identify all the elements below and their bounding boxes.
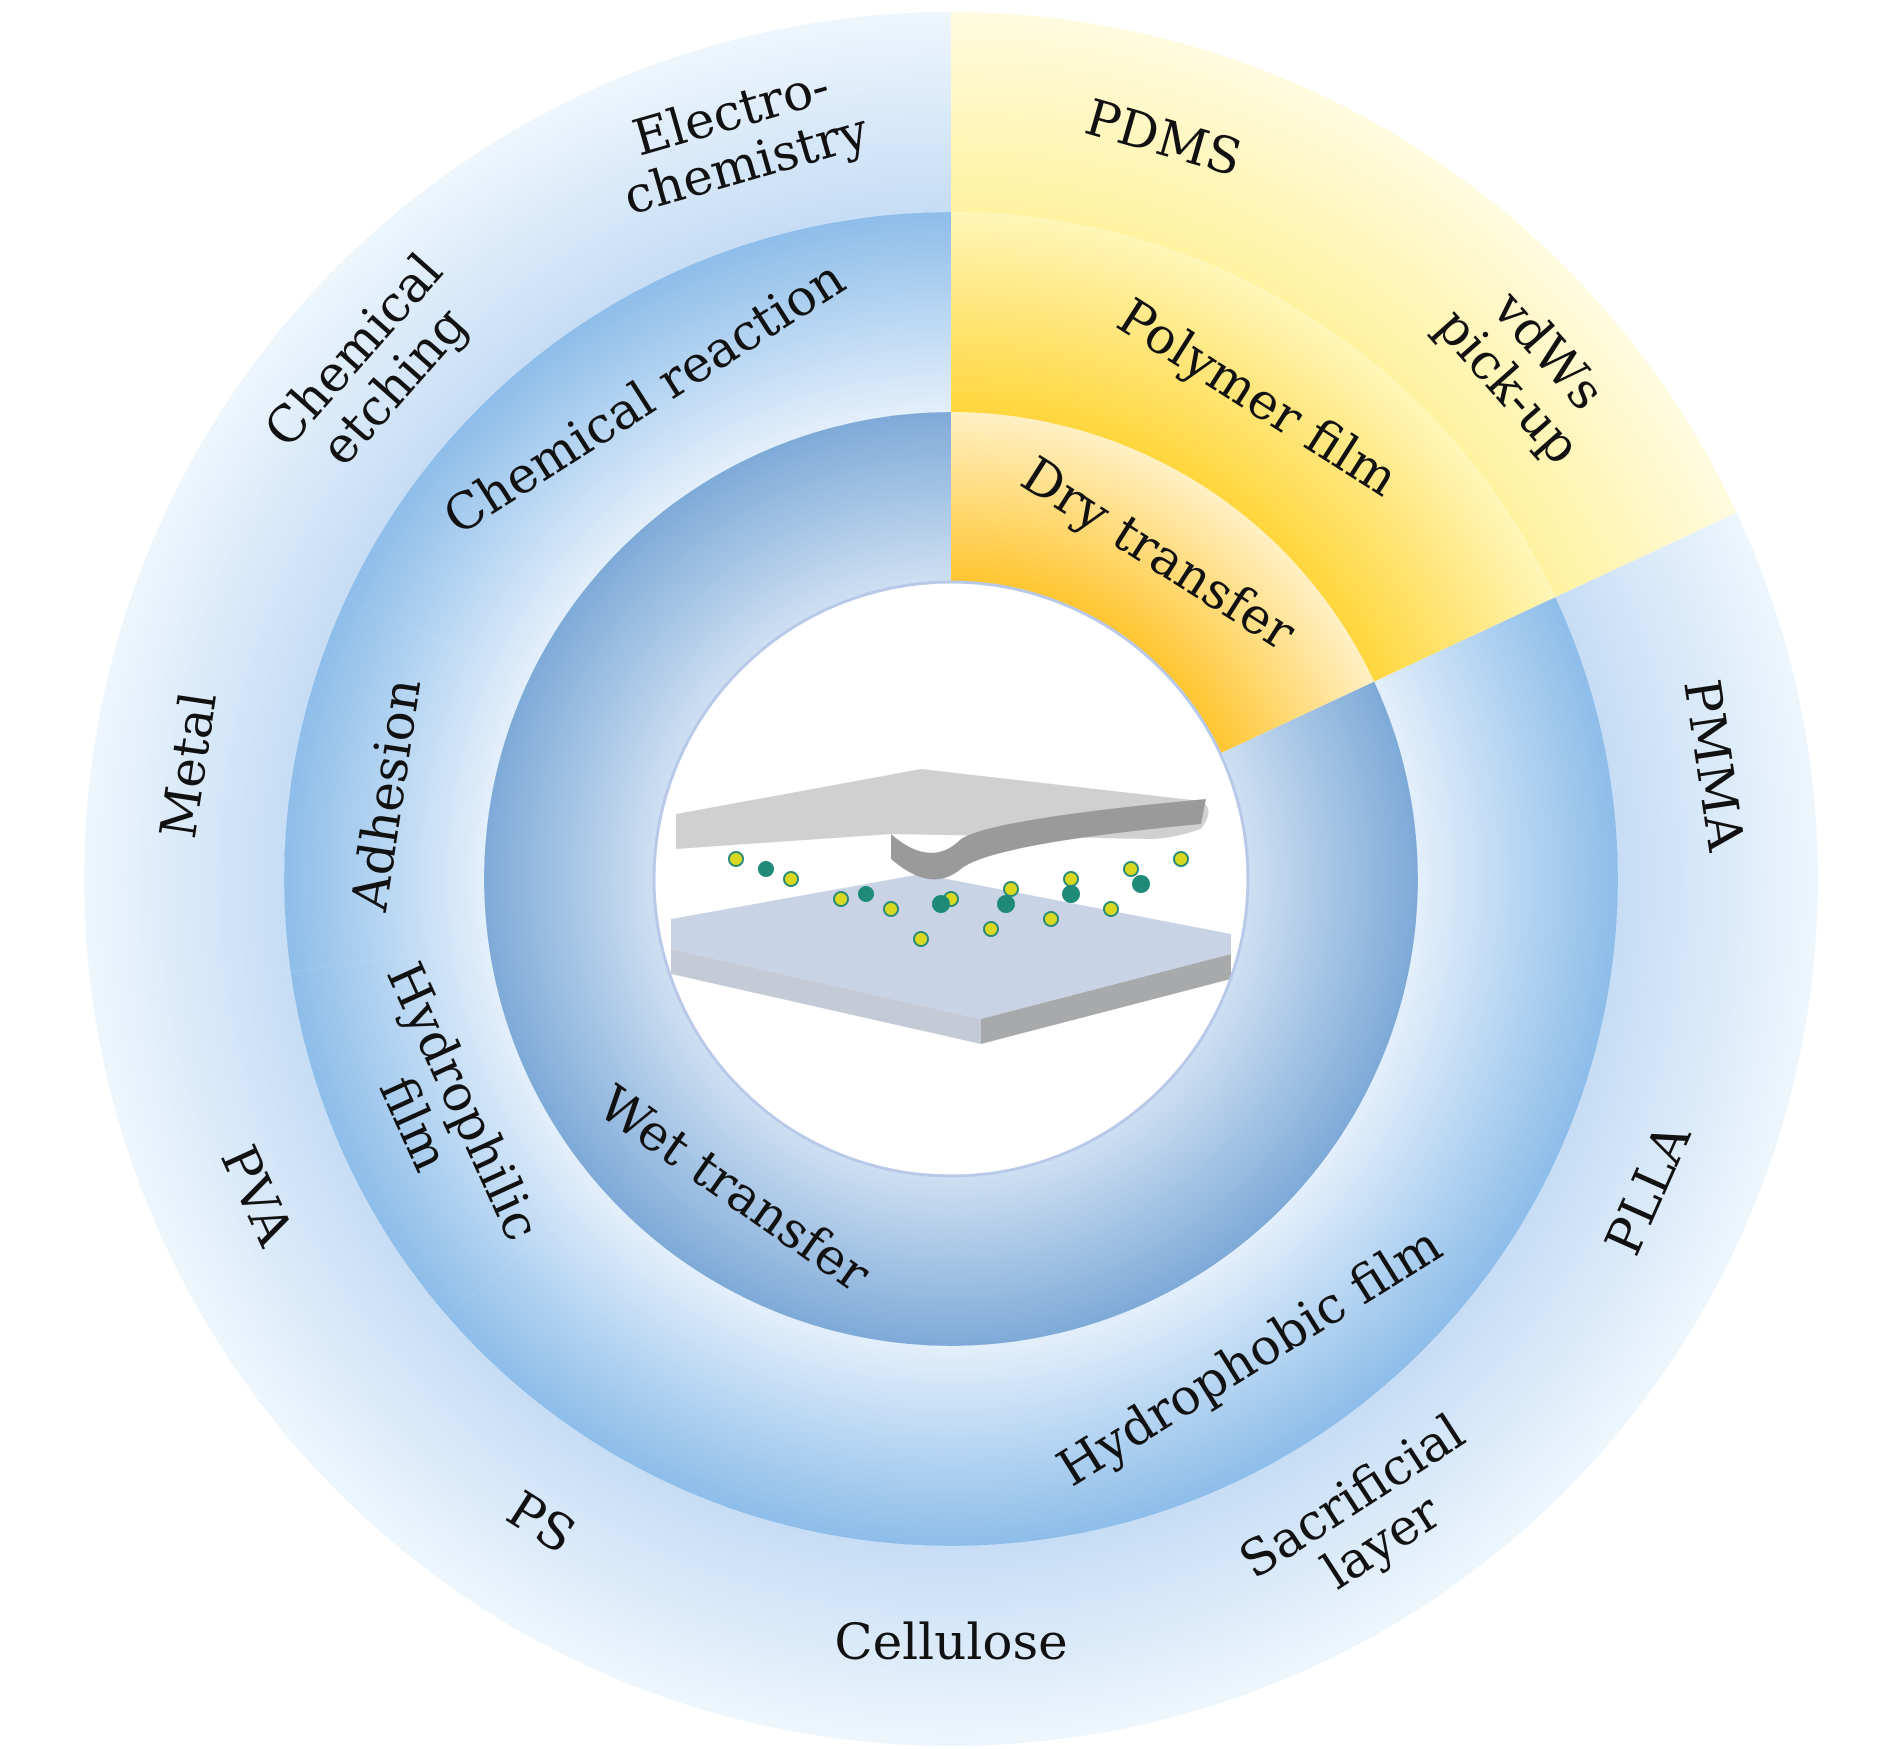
ring-sectors [83,12,1818,1747]
sector-adhesion [284,597,528,972]
metal-atoms-icon [758,861,1150,913]
molecular-layer-icon [728,851,1189,947]
sector-pva [92,971,448,1448]
sector-pmma [1555,512,1818,1000]
center-image [652,580,1250,1178]
center-disc [654,582,1248,1176]
sector-pdms [951,12,1411,314]
sector-polymer-film [951,212,1556,682]
sector-plla [1461,971,1810,1437]
substrate-front [671,949,981,1044]
sector-dry-transfer [951,412,1375,754]
sector-sacrificial-layer [1134,1307,1616,1713]
sector-ps [296,1316,768,1713]
sector-metal [83,512,347,1000]
sector-cellulose [712,1520,1190,1747]
label-cellulose: Cellulose [834,1613,1067,1671]
substrate-top [671,874,1231,1019]
sector-hydrophobic-film [447,597,1619,1547]
sector-vdws-pick-up [1304,143,1737,598]
sector-hydrophilic-film [290,943,599,1317]
sector-electro-chemistry [491,12,951,314]
sector-wet-transfer [483,412,1418,1346]
substrate-side [981,954,1231,1044]
sector-chemical-etching [165,143,598,598]
sector-chemical-reaction [346,212,952,682]
peeled-film-edge [891,799,1206,880]
